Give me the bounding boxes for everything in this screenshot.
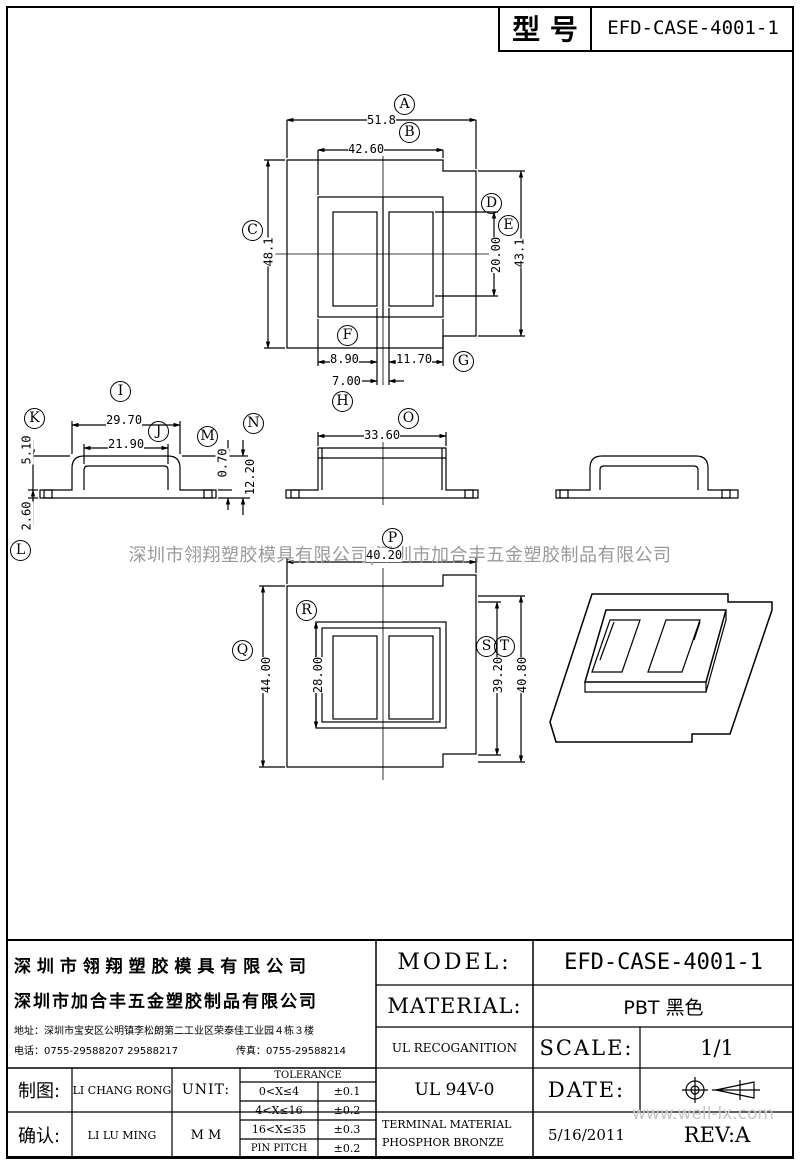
company-phone: 电话：0755-29588207 29588217 xyxy=(14,1046,179,1057)
company-name-1: 深 圳 市 翎 翔 塑 胶 模 具 有 限 公 司 xyxy=(14,957,307,977)
dim-S-value: 39.20 xyxy=(491,656,506,694)
isometric-view xyxy=(549,593,773,743)
dim-A-value: 51.8 xyxy=(367,113,396,127)
scale-label: SCALE: xyxy=(539,1035,634,1060)
date-value: 5/16/2011 xyxy=(548,1126,625,1144)
terminal-material-label: TERMINAL MATERIAL xyxy=(382,1118,512,1131)
marker-E: E xyxy=(498,215,519,236)
ul-value: UL 94V-0 xyxy=(414,1080,495,1100)
marker-P: P xyxy=(382,528,403,549)
tolerance-range: 16<X≤35 xyxy=(251,1123,307,1136)
dim-T-value: 40.80 xyxy=(515,656,530,694)
marker-T: T xyxy=(494,636,515,657)
marker-H: H xyxy=(332,391,353,412)
dim-Q-value: 44.00 xyxy=(259,656,274,694)
marker-K: K xyxy=(24,408,45,429)
marker-A: A xyxy=(394,94,415,115)
tolerance-value: ±0.2 xyxy=(333,1104,361,1117)
dim-E-value: 43.1 xyxy=(512,238,527,268)
material-label: MATERIAL: xyxy=(387,994,522,1018)
dim-O-value: 33.60 xyxy=(364,428,401,442)
dim-R-value: 28.00 xyxy=(311,656,326,694)
marker-G: G xyxy=(453,351,474,372)
dim-G-value: 11.70 xyxy=(396,352,433,366)
title-block-grid xyxy=(6,939,794,1159)
front-view-outline xyxy=(285,447,479,499)
dim-I-value: 29.70 xyxy=(106,413,143,427)
material-value: PBT 黑色 xyxy=(623,996,704,1019)
side-view-right-outline xyxy=(555,455,739,499)
dim-P-value: 40.20 xyxy=(366,548,403,562)
marker-Q: Q xyxy=(232,640,253,661)
model-label: MODEL: xyxy=(397,950,512,975)
drawn-by-label: 制图: xyxy=(17,1081,61,1102)
marker-R: R xyxy=(296,600,317,621)
dim-N-value: 12.20 xyxy=(243,458,258,496)
header-model-value: EFD-CASE-4001-1 xyxy=(590,6,794,52)
marker-B: B xyxy=(399,122,420,143)
dim-J-value: 21.90 xyxy=(108,437,145,451)
dim-C-value: 48.1 xyxy=(261,237,276,267)
top-view-inner-frame xyxy=(317,196,444,318)
marker-J: J xyxy=(148,421,169,442)
header-model-label: 型 号 xyxy=(498,6,590,52)
tolerance-range: 0<X≤4 xyxy=(258,1085,300,1098)
marker-C: C xyxy=(242,220,263,241)
tolerance-range: 4<X≤16 xyxy=(255,1104,303,1117)
dim-D-value: 20.00 xyxy=(489,236,504,274)
rev-label: REV:A xyxy=(683,1123,751,1147)
tolerance-title: TOLERANCE xyxy=(274,1069,342,1081)
top-view-outline xyxy=(286,159,477,349)
scale-value: 1/1 xyxy=(700,1035,734,1060)
marker-L: L xyxy=(10,540,31,561)
marker-M: M xyxy=(197,426,218,447)
side-view-outline xyxy=(39,455,217,499)
terminal-material-value: PHOSPHOR BRONZE xyxy=(382,1136,505,1149)
model-value: EFD-CASE-4001-1 xyxy=(564,950,763,975)
company-name-2: 深圳市加合丰五金塑胶制品有限公司 xyxy=(14,992,318,1012)
checked-by-name: LI LU MING xyxy=(87,1128,157,1142)
checked-by-label: 确认: xyxy=(17,1126,61,1147)
company-fax: 传真：0755-29588214 xyxy=(236,1046,346,1057)
marker-I: I xyxy=(110,381,131,402)
top-view-window-right xyxy=(388,211,434,307)
marker-F: F xyxy=(337,325,358,346)
ul-label: UL RECOGANITION xyxy=(391,1040,518,1055)
top-view-window-left xyxy=(332,211,378,307)
marker-N: N xyxy=(243,413,264,434)
dim-M-value: 0.70 xyxy=(215,448,230,478)
dim-H-value: 7.00 xyxy=(332,374,361,388)
dim-L-value: 2.60 xyxy=(19,501,34,531)
unit-label: UNIT: xyxy=(181,1082,231,1098)
bottom-view-outline xyxy=(286,574,477,768)
site-watermark: www.well-lx.com xyxy=(632,1104,774,1124)
drawn-by-name: LI CHANG RONG xyxy=(72,1083,172,1097)
unit-value: M M xyxy=(190,1127,222,1143)
dim-B-value: 42.60 xyxy=(348,142,385,156)
tolerance-value: ±0.2 xyxy=(333,1142,361,1155)
marker-O: O xyxy=(398,408,419,429)
company-address: 地址：深圳市宝安区公明镇李松朗第二工业区荣泰佳工业园４栋３楼 xyxy=(14,1026,314,1037)
dim-K-value: 5.10 xyxy=(19,435,34,465)
dim-F-value: 8.90 xyxy=(330,352,359,366)
marker-D: D xyxy=(481,193,502,214)
tolerance-value: ±0.1 xyxy=(333,1085,361,1098)
tolerance-range: PIN PITCH xyxy=(250,1143,308,1154)
date-label: DATE: xyxy=(547,1078,626,1102)
tolerance-value: ±0.3 xyxy=(333,1123,361,1136)
